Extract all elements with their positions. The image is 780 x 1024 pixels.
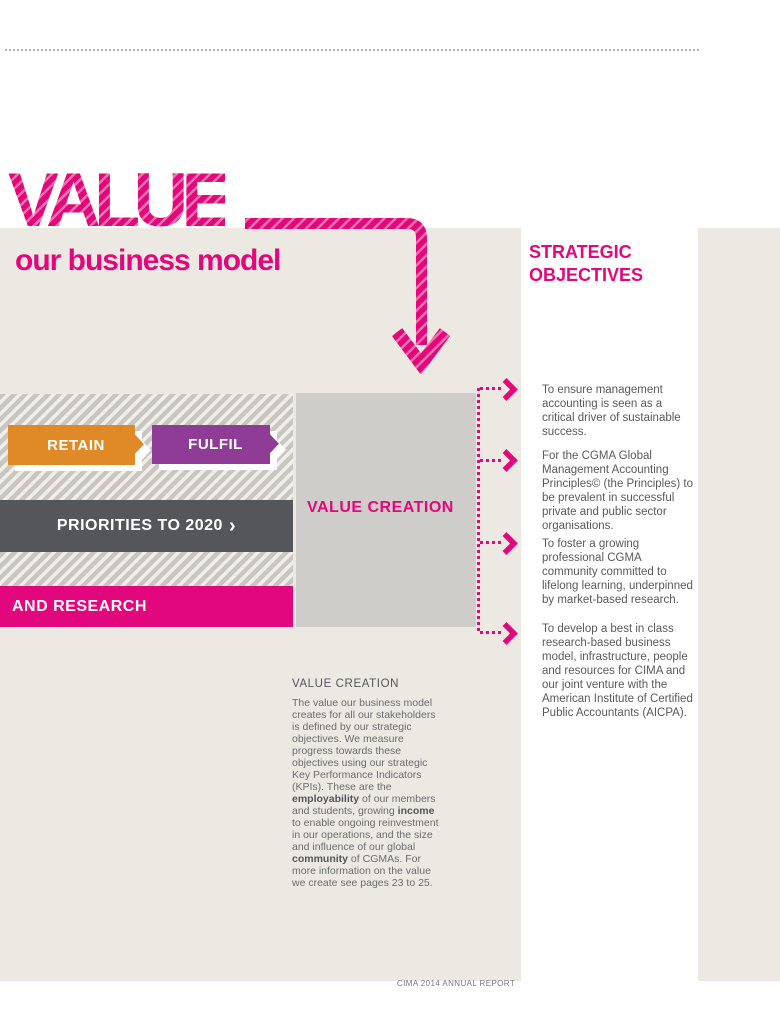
connector-branch	[480, 541, 503, 544]
value-creation-box: VALUE CREATION	[296, 393, 476, 627]
top-dotted-rule	[5, 49, 700, 51]
footer-caption: CIMA 2014 ANNUAL REPORT	[397, 979, 516, 988]
connector-branch	[480, 459, 503, 462]
arrow-right-icon	[502, 532, 518, 555]
strategic-objectives-heading: STRATEGIC OBJECTIVES	[529, 242, 644, 285]
retain-ribbon: RETAIN	[8, 425, 144, 465]
fulfil-ribbon-label: FULFIL	[152, 425, 279, 464]
page-title: VALUE	[8, 158, 232, 243]
arrow-right-icon	[502, 378, 518, 401]
flow-arrow-down-icon	[245, 218, 451, 374]
objective-3: To foster a growing professional CGMA co…	[542, 538, 693, 606]
arrow-right-icon	[502, 622, 518, 645]
connector-branch	[480, 387, 503, 390]
objective-4: To develop a best in class research-base…	[542, 623, 693, 719]
retain-ribbon-label: RETAIN	[8, 425, 144, 465]
fulfil-ribbon: FULFIL	[152, 425, 279, 464]
priorities-bar: PRIORITIES TO 2020 ›	[0, 500, 293, 552]
page-subtitle: our business model	[15, 244, 281, 277]
objective-2: For the CGMA Global Management Accountin…	[542, 450, 693, 532]
research-bar: AND RESEARCH	[0, 586, 293, 627]
arrow-right-icon	[502, 449, 518, 472]
note-body: The value our business model creates for…	[292, 697, 439, 889]
value-creation-label: VALUE CREATION	[307, 499, 454, 516]
hatched-region	[0, 394, 293, 586]
strategic-objectives-panel	[521, 228, 698, 981]
chevron-right-icon: ›	[228, 515, 237, 537]
objective-1: To ensure management accounting is seen …	[542, 384, 681, 438]
priorities-label: PRIORITIES TO 2020	[56, 517, 223, 534]
connector-vertical-dotted-line	[477, 388, 480, 634]
note-title: VALUE CREATION	[292, 678, 400, 690]
research-label: AND RESEARCH	[12, 597, 147, 615]
connector-branch	[480, 631, 503, 634]
